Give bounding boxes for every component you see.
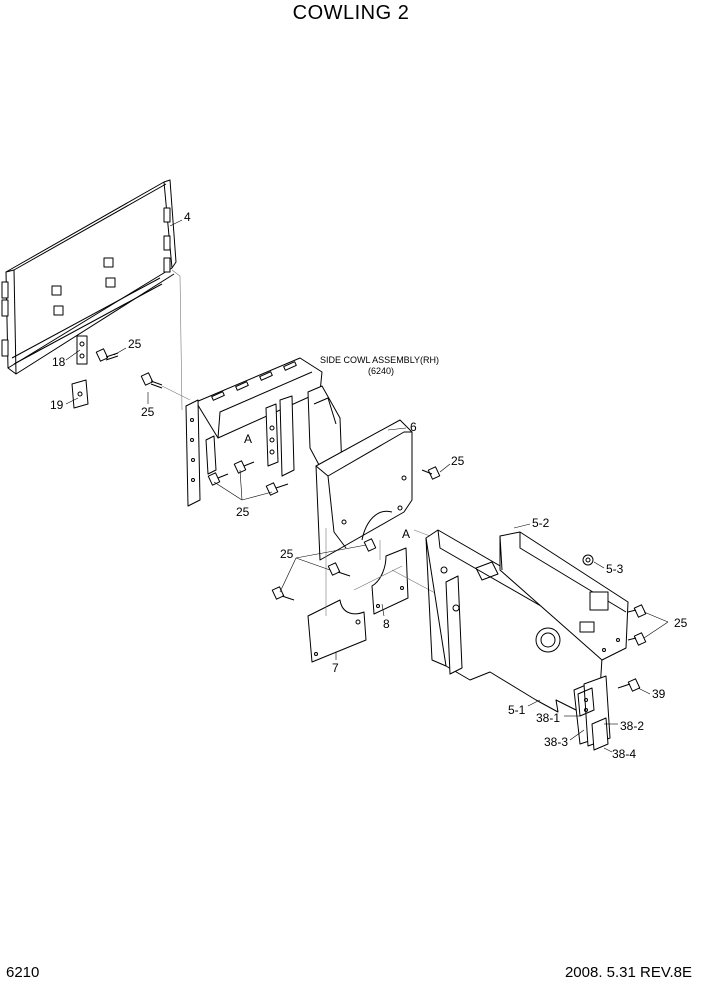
side-cowl-bracket xyxy=(185,357,343,507)
bolt-25-d xyxy=(207,472,229,486)
plate-part-6 xyxy=(315,419,413,561)
label-part-5-3: 5-3 xyxy=(606,562,624,576)
label-part-38-1: 38-1 xyxy=(536,711,560,725)
plate-part-7 xyxy=(307,599,367,663)
label-ref-a-2: A xyxy=(402,527,410,541)
bolt-25-a xyxy=(95,348,119,362)
bolt-25-i xyxy=(271,586,295,601)
side-cowl-callout-line1: SIDE COWL ASSEMBLY(RH) xyxy=(320,355,439,365)
label-part-25-c: 25 xyxy=(451,454,465,468)
label-part-38-4: 38-4 xyxy=(612,747,636,761)
plates-part-38 xyxy=(573,675,611,751)
panel-part-5-1 xyxy=(425,529,605,713)
bolt-25-k xyxy=(627,632,647,646)
label-part-25-b: 25 xyxy=(141,405,155,419)
bolt-39 xyxy=(617,678,641,692)
label-part-6: 6 xyxy=(410,420,417,434)
bolt-25-j xyxy=(627,604,647,618)
panel-part-5-2 xyxy=(499,531,629,661)
label-part-25-f: 25 xyxy=(674,616,688,630)
label-part-4: 4 xyxy=(184,210,191,224)
page-number: 6210 xyxy=(6,964,40,981)
label-part-5-1: 5-1 xyxy=(508,703,526,717)
label-part-38-2: 38-2 xyxy=(620,719,644,733)
bolt-25-b xyxy=(140,372,163,389)
grommet-part-5-3 xyxy=(582,554,594,566)
revision-date: 2008. 5.31 REV.8E xyxy=(564,964,692,981)
panel-part-4 xyxy=(1,179,177,375)
label-part-19: 19 xyxy=(50,398,64,412)
page-title: COWLING 2 xyxy=(292,2,410,24)
label-part-18: 18 xyxy=(52,355,66,369)
bolt-25-h xyxy=(327,562,351,577)
label-part-39: 39 xyxy=(652,687,666,701)
plate-part-8 xyxy=(371,547,409,615)
bolt-25-f xyxy=(421,466,441,480)
bolt-25-e xyxy=(265,482,289,496)
clip-part-19 xyxy=(71,379,89,409)
label-ref-a-1: A xyxy=(244,432,252,446)
side-cowl-callout-line2: (6240) xyxy=(368,366,394,376)
label-part-38-3: 38-3 xyxy=(544,735,568,749)
label-part-25-a: 25 xyxy=(128,337,142,351)
label-part-8: 8 xyxy=(383,617,390,631)
leader-lines xyxy=(65,219,669,753)
bolt-25-c xyxy=(233,460,255,474)
bracket-part-18 xyxy=(76,335,88,365)
label-part-25-e: 25 xyxy=(280,547,294,561)
label-part-5-2: 5-2 xyxy=(532,516,550,530)
bolt-25-g xyxy=(363,538,377,552)
label-part-25-d: 25 xyxy=(236,505,250,519)
label-part-7: 7 xyxy=(332,661,339,675)
